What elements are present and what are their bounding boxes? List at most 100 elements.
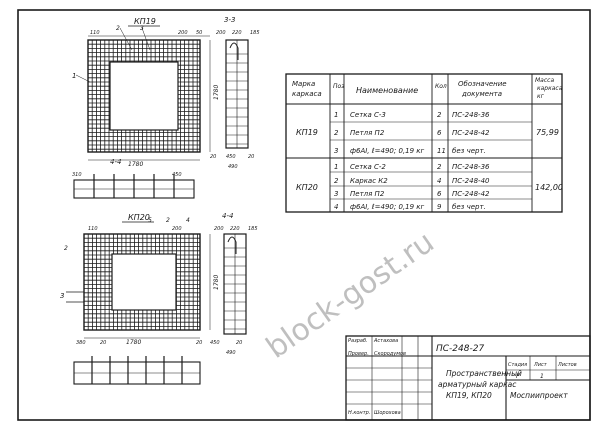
spec-cell-pos: 1	[334, 163, 338, 171]
stage-label: Стадия	[508, 362, 527, 368]
kp20-bottom-dim-2: 20	[100, 340, 106, 346]
kp19-mark-3: 3	[140, 25, 144, 32]
spec-cell-name: Сетка С-2	[350, 163, 386, 171]
kp20-opening	[111, 253, 177, 311]
kp20-section-label: 4-4	[222, 212, 233, 220]
kp19-title: КП19	[134, 17, 156, 26]
kp20-height-dim: 1780	[213, 275, 220, 290]
kp19-bottom-dim-1: 20	[210, 154, 216, 160]
kp20-section-ticks	[224, 247, 246, 330]
spec-cell-pos: 2	[334, 129, 339, 137]
spec-cell-pos: 2	[334, 177, 339, 185]
name-3: Шорохова	[374, 410, 401, 416]
kp20-top-dim-1: 110	[88, 226, 98, 232]
kp19-mesh	[88, 40, 200, 152]
kp19-view: КП19 110 200 50 2 3 1 1780 1780	[72, 17, 220, 168]
kp20-mark-2: 2	[166, 217, 170, 224]
kp20-lower-left-mark: 2	[64, 245, 68, 252]
doc-code: ПС-248-27	[436, 344, 484, 354]
role-2: Провер.	[348, 351, 369, 357]
kp20-top-dim-2: 200	[172, 226, 182, 232]
spec-cell-qty: 2	[437, 111, 442, 119]
kp20-mark-4: 4	[186, 217, 190, 224]
kp19-width-dim: 1780	[128, 161, 143, 168]
group-kp20-mass: 142,00	[535, 183, 563, 192]
spec-cell-name: ф6AI, ℓ=490; 0,19 кг	[350, 147, 424, 155]
sheet-value: 1	[540, 373, 544, 380]
role-3: Н.контр.	[348, 410, 370, 416]
sec44-dim-1: 310	[72, 172, 82, 178]
spec-cell-qty: 6	[437, 129, 442, 137]
kp19-section-label: 3-3	[224, 16, 235, 24]
kp19-frame-outline	[87, 39, 201, 153]
kp19-opening	[109, 61, 179, 131]
group-kp19-mark: КП19	[296, 128, 318, 137]
kp19-height-dim: 1780	[213, 85, 220, 100]
spec-cell-qty: 11	[437, 147, 446, 155]
spec-cell-qty: 6	[437, 190, 442, 198]
org-name: Моспиипроект	[510, 391, 568, 400]
kp20-side-dim-2: 220	[230, 226, 240, 232]
kp19-section-ticks	[226, 53, 248, 145]
kp19-left-mark: 1	[72, 72, 76, 80]
kp20-mesh	[84, 234, 200, 330]
section-44-strip: 4-4 310 450	[72, 158, 195, 199]
spec-cell-pos: 3	[334, 147, 338, 155]
group-kp20-mark: КП20	[296, 183, 318, 192]
th-pos: Поз	[333, 83, 344, 90]
th-qty: Кол	[435, 83, 447, 90]
spec-cell-pos: 4	[334, 203, 338, 211]
kp20-lower-strip	[73, 356, 201, 385]
kp20-view: КП20 110 200 5 2 4 3 2 1780 380 20 1780 …	[60, 213, 220, 346]
name-2: Скородумов	[374, 351, 406, 357]
kp20-side-dim-3: 185	[248, 226, 258, 232]
spec-cell-qty: 9	[437, 203, 442, 211]
stage-value: Р	[516, 373, 520, 380]
kp19-section-33: 3-3 200 220 185 20 450 20 490	[210, 16, 260, 170]
kp19-top-dim-1: 110	[90, 30, 100, 36]
role-1: Разраб.	[348, 338, 368, 344]
kp20-bottom-dim-6: 20	[236, 340, 242, 346]
sheet-label: Лист	[533, 362, 548, 368]
sec44-bars	[93, 174, 175, 198]
spec-cell-name: Сетка С-3	[350, 111, 386, 119]
spec-cell-qty: 2	[437, 163, 442, 171]
watermark: block-gost.ru	[260, 225, 441, 366]
spec-cell-name: ф6AI, ℓ=490; 0,19 кг	[350, 203, 424, 211]
spec-cell-doc: ПС-248-36	[452, 111, 490, 119]
group-kp19-mass: 75,99	[536, 128, 559, 137]
kp19-top-dim-2: 200	[178, 30, 188, 36]
kp19-side-dim-2: 220	[232, 30, 242, 36]
kp20-bottom-dim-4: 20	[196, 340, 202, 346]
kp19-side-dim-3: 185	[250, 30, 260, 36]
kp20-lower-bars	[91, 356, 183, 384]
kp20-mark-5: 5	[148, 217, 152, 224]
spec-cell-doc: ПС-248-42	[452, 129, 490, 137]
kp19-top-dim-3: 50	[196, 30, 202, 36]
sheets-label: Листов	[557, 362, 577, 368]
name-1: Астахова	[373, 338, 398, 344]
kp20-bottom-dim-5: 450	[210, 340, 220, 346]
sec44-label: 4-4	[110, 158, 121, 166]
sec44-dim-2: 450	[172, 172, 182, 178]
title-block: ПС-248-27 Разраб. Астахова Провер. Скоро…	[345, 335, 591, 421]
kp19-bottom-dim-2: 450	[226, 154, 236, 160]
kp20-section-44: 4-4 200 220 185 450 20 490	[210, 212, 258, 356]
kp19-mark-2: 2	[116, 25, 120, 32]
spec-cell-pos: 3	[334, 190, 338, 198]
spec-cell-doc: без черт.	[452, 203, 486, 211]
spec-cell-name: Петля П2	[350, 190, 385, 198]
spec-cell-doc: ПС-248-36	[452, 163, 490, 171]
spec-cell-name: Петля П2	[350, 129, 385, 137]
kp19-bottom-dim-4: 490	[228, 164, 238, 170]
kp19-bottom-dim-3: 20	[248, 154, 254, 160]
kp20-side-dim-1: 200	[214, 226, 224, 232]
sheet-frame	[17, 9, 591, 421]
th-name: Наименование	[356, 86, 418, 95]
